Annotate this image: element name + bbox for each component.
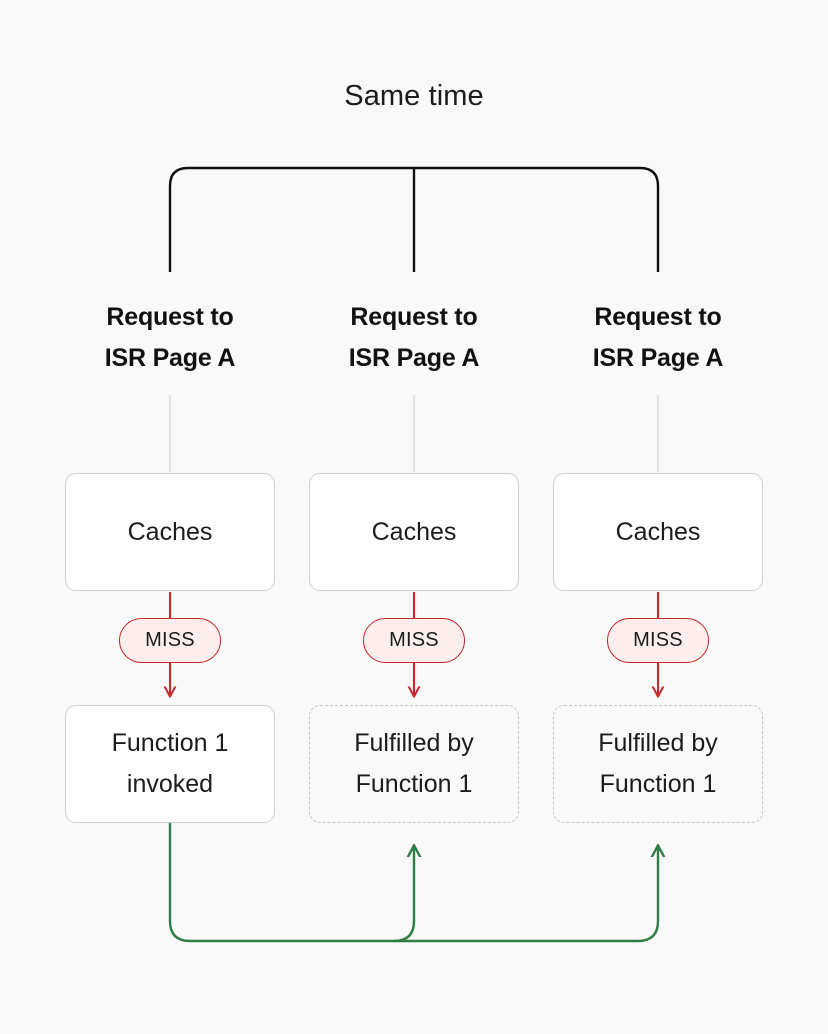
column-2-miss-badge: MISS [363, 618, 465, 663]
column-3-heading-line-1: Request to [594, 303, 722, 331]
column-2-caches-box: Caches [309, 473, 519, 591]
function-reuse-path [168, 823, 658, 943]
column-3-result-line-1: Fulfilled by [598, 729, 718, 757]
column-1-result-label: Function 1 invoked [112, 723, 229, 805]
column-2-heading-line-1: Request to [350, 303, 478, 331]
column-2-result-line-1: Fulfilled by [354, 729, 474, 757]
column-1-miss-label: MISS [145, 629, 195, 651]
column-2-caches-label: Caches [371, 517, 457, 546]
column-1-heading-line-2: ISR Page A [104, 344, 236, 372]
column-2-miss-label: MISS [389, 629, 439, 651]
same-time-bracket [168, 166, 660, 272]
column-1-heading: Request to ISR Page A [50, 297, 290, 379]
column-3-heading: Request to ISR Page A [538, 297, 778, 379]
column-2-heading: Request to ISR Page A [294, 297, 534, 379]
column-3-caches-label: Caches [615, 517, 701, 546]
column-2-result-box: Fulfilled by Function 1 [309, 705, 519, 823]
column-1-result-box: Function 1 invoked [65, 705, 275, 823]
column-2-result-line-2: Function 1 [355, 770, 473, 798]
column-3-caches-box: Caches [553, 473, 763, 591]
column-1-result-line-1: Function 1 [111, 729, 229, 757]
column-3-result-box: Fulfilled by Function 1 [553, 705, 763, 823]
column-2-result-label: Fulfilled by Function 1 [354, 723, 474, 805]
column-1-miss-badge: MISS [119, 618, 221, 663]
column-1-caches-label: Caches [127, 517, 213, 546]
column-1-caches-box: Caches [65, 473, 275, 591]
column-3-heading-line-2: ISR Page A [592, 344, 724, 372]
column-1-heading-line-1: Request to [106, 303, 234, 331]
page-title: Same time [344, 80, 484, 112]
column-3-result-label: Fulfilled by Function 1 [598, 723, 718, 805]
column-1-result-line-2: invoked [126, 770, 214, 798]
column-3-result-line-2: Function 1 [599, 770, 717, 798]
column-2-heading-line-2: ISR Page A [348, 344, 480, 372]
heading-to-cache-lines [168, 395, 660, 472]
column-3-miss-badge: MISS [607, 618, 709, 663]
column-3-miss-label: MISS [633, 629, 683, 651]
